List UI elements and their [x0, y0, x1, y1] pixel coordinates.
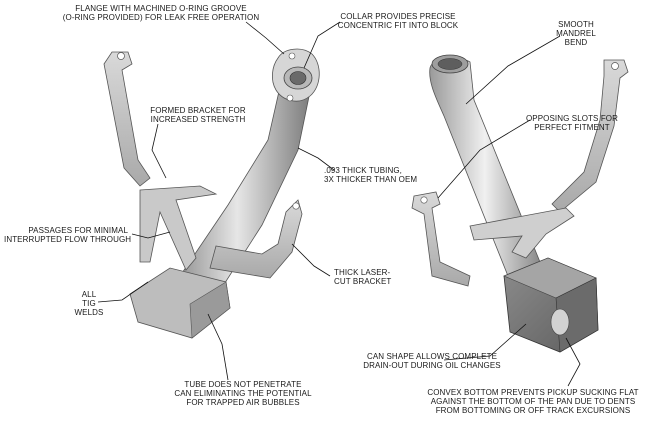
callout-flange: FLANGE WITH MACHINED O-RING GROOVE (O-RI…: [56, 4, 266, 22]
callout-tube-penetrate-line-2: CAN ELIMINATING THE POTENTIAL: [174, 389, 312, 398]
leader-passages: [131, 231, 171, 239]
callout-tig: ALL TIG WELDS: [74, 290, 104, 317]
leader-can-shape: [443, 323, 527, 361]
callout-collar-line-1: COLLAR PROVIDES PRECISE: [340, 12, 456, 21]
callout-tube-penetrate-line-1: TUBE DOES NOT PENETRATE: [184, 380, 302, 389]
leader-convex: [565, 337, 581, 387]
callout-mandrel-line-3: BEND: [564, 38, 588, 47]
callout-tig-line-3: WELDS: [74, 308, 104, 317]
callout-slots: OPPOSING SLOTS FOR PERFECT FITMENT: [524, 114, 620, 132]
left-pickup: [103, 48, 320, 339]
leader-formed-bracket: [151, 123, 167, 179]
callout-convex: CONVEX BOTTOM PREVENTS PICKUP SUCKING FL…: [420, 388, 646, 415]
left-formed-bracket: [139, 185, 218, 271]
leader-laser-bracket: [291, 243, 331, 277]
right-gusset: [469, 207, 575, 259]
leader-tig: [97, 281, 149, 303]
callout-passages-line-2: INTERRUPTED FLOW THROUGH: [4, 235, 132, 244]
left-bracket-arm: [103, 51, 151, 187]
leader-tubing: [297, 147, 335, 171]
right-pickup: [411, 54, 629, 353]
callout-tubing-line-2: 3X THICKER THAN OEM: [324, 175, 418, 184]
leader-mandrel: [465, 35, 561, 105]
leader-flange: [245, 21, 285, 55]
callout-flange-line-2: (O-RING PROVIDED) FOR LEAK FREE OPERATIO…: [62, 13, 260, 22]
leader-slots: [437, 119, 531, 199]
left-flange-hole-bottom: [286, 94, 294, 102]
callout-flange-line-1: FLANGE WITH MACHINED O-RING GROOVE: [75, 4, 247, 13]
callout-convex-line-2: AGAINST THE BOTTOM OF THE PAN DUE TO DEN…: [430, 397, 636, 406]
callout-slots-line-2: PERFECT FITMENT: [534, 123, 610, 132]
callout-tig-line-1: ALL: [81, 290, 97, 299]
callout-laser-bracket-line-1: THICK LASER-: [334, 268, 391, 277]
callout-tubing-line-1: .093 THICK TUBING,: [324, 166, 402, 175]
callout-tig-line-2: TIG: [82, 299, 96, 308]
callout-tube-penetrate: TUBE DOES NOT PENETRATE CAN ELIMINATING …: [168, 380, 318, 407]
callout-collar-line-2: CONCENTRIC FIT INTO BLOCK: [337, 21, 459, 30]
callout-slots-line-1: OPPOSING SLOTS FOR: [525, 114, 619, 123]
callout-formed-bracket: FORMED BRACKET FOR INCREASED STRENGTH: [148, 106, 248, 124]
left-bracket-hole: [117, 52, 125, 60]
callout-mandrel: SMOOTH MANDREL BEND: [552, 20, 600, 47]
callout-convex-line-1: CONVEX BOTTOM PREVENTS PICKUP SUCKING FL…: [427, 388, 639, 397]
callout-can-shape: CAN SHAPE ALLOWS COMPLETE DRAIN-OUT DURI…: [358, 352, 506, 370]
callout-passages: PASSAGES FOR MINIMAL INTERRUPTED FLOW TH…: [4, 226, 132, 244]
right-can-convex-bottom: [550, 308, 570, 336]
callout-can-shape-line-2: DRAIN-OUT DURING OIL CHANGES: [363, 361, 501, 370]
callout-formed-bracket-line-1: FORMED BRACKET FOR: [150, 106, 246, 115]
leader-tube-penetrate: [207, 313, 229, 381]
callout-can-shape-line-1: CAN SHAPE ALLOWS COMPLETE: [366, 352, 498, 361]
callout-laser-bracket-line-2: CUT BRACKET: [334, 277, 392, 286]
left-flange-hole-top: [288, 52, 296, 60]
callout-laser-bracket: THICK LASER- CUT BRACKET: [334, 268, 398, 286]
callout-mandrel-line-2: MANDREL: [556, 29, 596, 38]
callout-passages-line-1: PASSAGES FOR MINIMAL: [28, 226, 128, 235]
callout-convex-line-3: FROM BOTTOMING OR OFF TRACK EXCURSIONS: [435, 406, 631, 415]
left-laser-bracket: [209, 199, 303, 279]
callout-tube-penetrate-line-3: FOR TRAPPED AIR BUBBLES: [186, 398, 300, 407]
leader-collar: [303, 21, 341, 69]
callout-mandrel-line-1: SMOOTH: [558, 20, 594, 29]
right-slot-bracket: [411, 191, 471, 287]
callout-tubing: .093 THICK TUBING, 3X THICKER THAN OEM: [324, 166, 420, 184]
right-bracket-arm: [551, 59, 629, 213]
callout-collar: COLLAR PROVIDES PRECISE CONCENTRIC FIT I…: [334, 12, 462, 30]
callout-formed-bracket-line-2: INCREASED STRENGTH: [150, 115, 246, 124]
leader-lines: [97, 21, 581, 387]
